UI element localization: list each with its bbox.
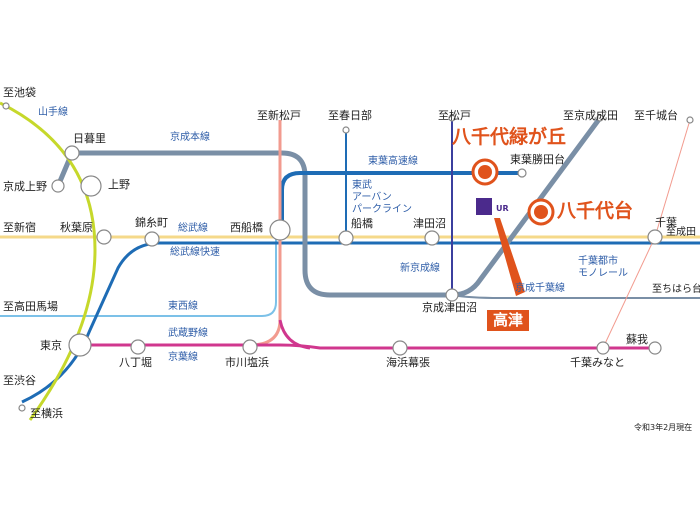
dest-yokohama: 至横浜 [30, 407, 63, 420]
yamanote-line [0, 101, 97, 421]
label-tozai: 東西線 [168, 301, 198, 312]
station-soga: 蘇我 [626, 333, 648, 346]
keisei-chiba-line [451, 294, 700, 299]
label-musashino: 武蔵野線 [168, 328, 208, 339]
station-marker-ichikawashiohama [242, 339, 258, 355]
yachiyo-midorigaoka-dot [478, 165, 492, 179]
station-marker-kasukabe [342, 126, 350, 134]
chiba-monorail-line [602, 236, 656, 349]
station-marker-keisei-ueno [51, 179, 65, 193]
ur-logo [476, 198, 492, 215]
station-funabashi: 船橋 [351, 217, 373, 230]
station-marker-keisei-tsudanuma [445, 288, 459, 302]
chiba-monorail-north-line [654, 119, 691, 238]
station-marker-tsudanuma [424, 230, 440, 246]
dest-matsudo: 至松戸 [438, 109, 471, 122]
footnote: 令和3年2月現在 [634, 423, 693, 432]
station-marker-toyo-katsutadai [517, 168, 527, 178]
station-tsudanuma: 津田沼 [413, 217, 446, 230]
yachiyodai-dot [534, 205, 548, 219]
keiyo-line [75, 343, 655, 350]
keisei-main-line [55, 116, 603, 298]
station-marker-chibaminato [596, 341, 610, 355]
station-marker-matsudo [448, 114, 456, 122]
station-akihabara: 秋葉原 [60, 221, 93, 234]
station-markers [2, 102, 694, 412]
highlight-takatsu: 高津 [487, 310, 530, 331]
label-sobu-rapid: 総武線快速 [170, 247, 220, 258]
label-toyo-kosoku: 東葉高速線 [368, 156, 418, 167]
station-tokyo: 東京 [40, 339, 62, 352]
ur-logo-text: UR [496, 204, 509, 213]
station-nishifunabashi: 西船橋 [230, 221, 263, 234]
sobu-rapid-line [21, 241, 700, 404]
station-ueno: 上野 [108, 178, 130, 191]
station-marker-funabashi [338, 230, 354, 246]
keiyo-branch-line [278, 319, 311, 350]
label-yamanote: 山手線 [38, 107, 68, 118]
station-chiba: 千葉 [655, 216, 677, 229]
station-chibaminato: 千葉みなと [570, 356, 625, 369]
dest-kasukabe: 至春日部 [328, 109, 372, 122]
dest-chishirodai: 至千城台 [634, 109, 678, 122]
station-marker-chishirodai [686, 116, 694, 124]
toyo-kosoku-line [280, 171, 522, 230]
station-hatchobori: 八丁堀 [119, 356, 152, 369]
dest-shibuya: 至渋谷 [3, 374, 36, 387]
station-kaihinmakuhari: 海浜幕張 [386, 356, 430, 369]
station-keisei-tsudanuma: 京成津田沼 [422, 301, 477, 314]
station-marker-ueno [80, 175, 102, 197]
station-ichikawashiohama: 市川塩浜 [225, 356, 269, 369]
label-keiyo: 京葉線 [168, 352, 198, 363]
dest-narita: 至成田 [666, 227, 696, 238]
station-marker-hatchobori [130, 339, 146, 355]
label-shin-keisei: 新京成線 [400, 263, 440, 274]
station-nippori: 日暮里 [73, 132, 106, 145]
dest-shinjuku: 至新宿 [3, 221, 36, 234]
station-marker-soga [648, 341, 662, 355]
station-marker-kinshicho [144, 231, 160, 247]
label-keisei-chiba: 京成千葉線 [515, 283, 565, 294]
dest-chiharadai: 至ちはら台 [652, 284, 700, 295]
dest-shinmatsudo: 至新松戸 [257, 109, 301, 122]
label-tobu-urban: 東武 アーバン パークライン [352, 180, 412, 215]
dest-keisei-narita: 至京成成田 [563, 109, 618, 122]
tozai-line [0, 230, 277, 317]
label-chiba-monorail: 千葉都市 モノレール [578, 256, 628, 279]
takatsu-pointer [494, 218, 525, 296]
station-marker-nippori [64, 145, 80, 161]
station-marker-yokohama [18, 404, 26, 412]
label-keisei-main: 京成本線 [170, 132, 210, 143]
dest-takadanobaba: 至高田馬場 [3, 300, 58, 313]
highlight-yachiyodai: 八千代台 [557, 200, 634, 222]
station-kinshicho: 錦糸町 [135, 216, 168, 229]
station-marker-akihabara [96, 229, 112, 245]
label-sobu: 総武線 [178, 223, 208, 234]
station-marker-keisei-narita [596, 114, 604, 122]
station-marker-nishifunabashi [269, 219, 291, 241]
station-marker-chiba [647, 229, 663, 245]
station-toyo-katsutadai: 東葉勝田台 [510, 153, 565, 166]
station-marker-tokyo [68, 333, 92, 357]
highlight-yachiyo-midorigaoka: 八千代緑が丘 [452, 126, 567, 148]
station-marker-kaihinmakuhari [392, 340, 408, 356]
station-keisei-ueno: 京成上野 [3, 180, 47, 193]
station-marker-dest-ikebukuro [2, 102, 10, 110]
dest-ikebukuro: 至池袋 [3, 86, 36, 99]
